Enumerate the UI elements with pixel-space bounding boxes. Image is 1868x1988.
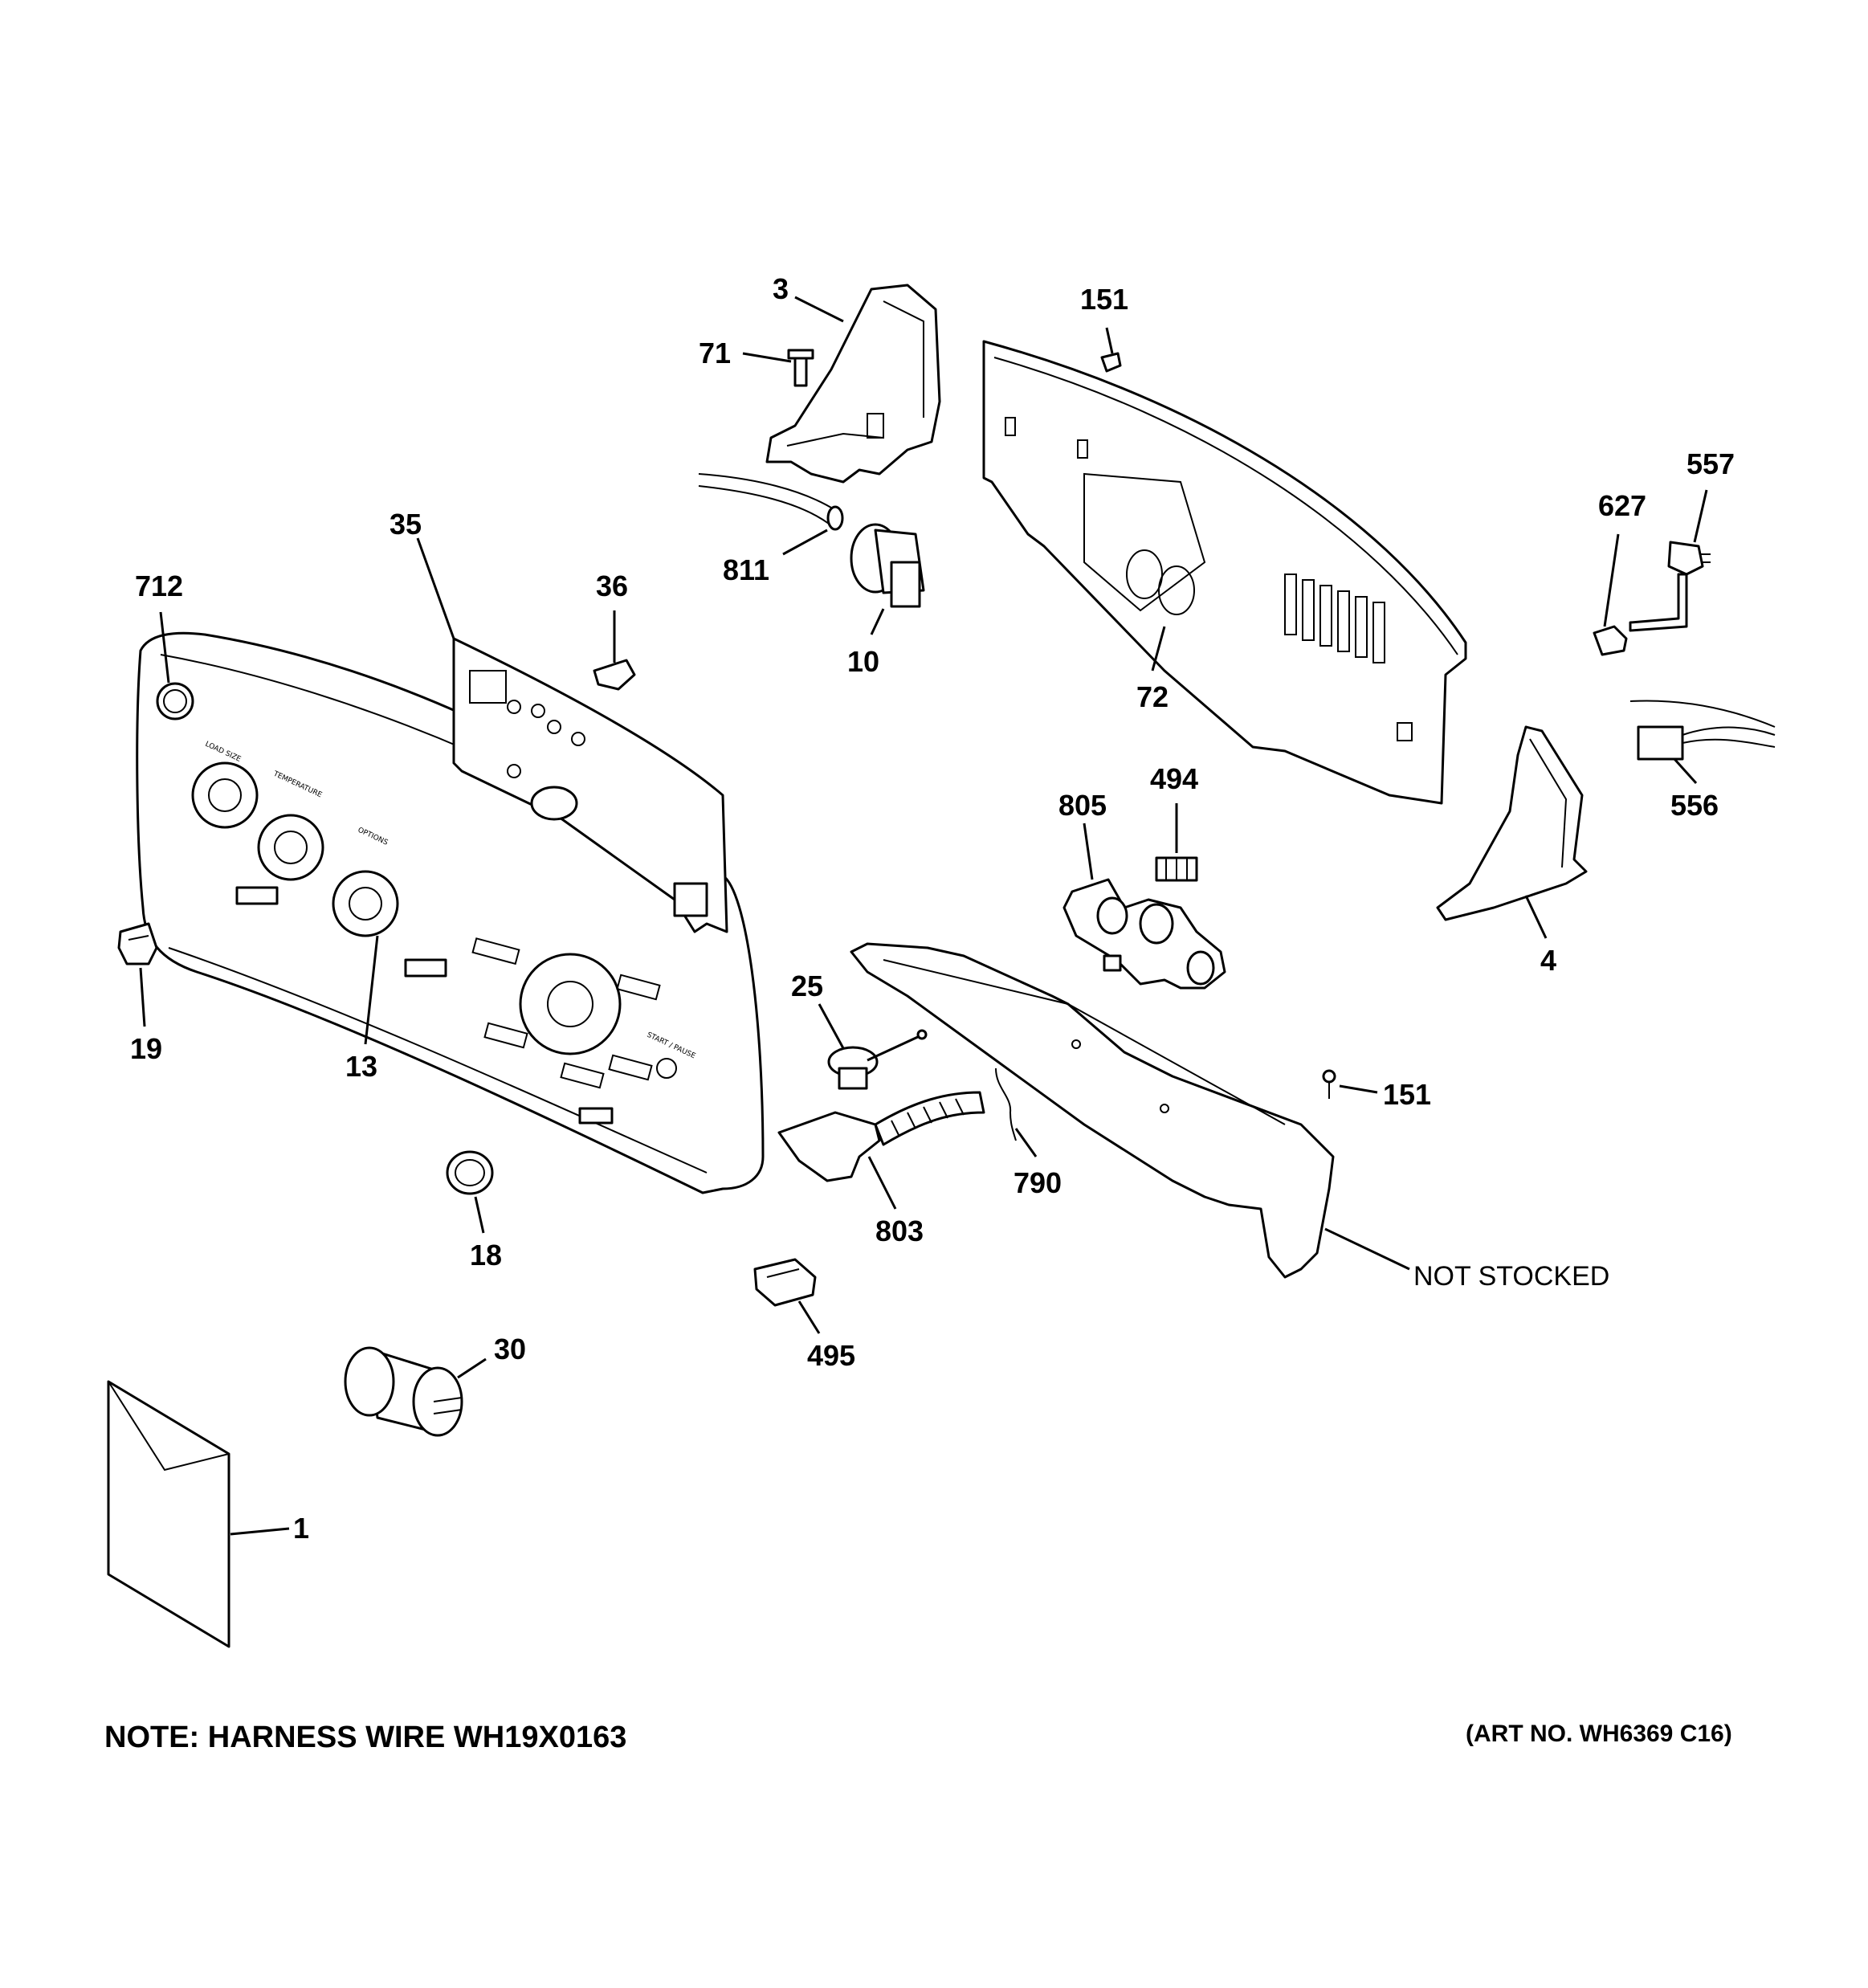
callout-803: 803 [875,1214,924,1247]
harness-wire-note: NOTE: HARNESS WIRE WH19X0163 [104,1721,626,1754]
callout-10: 10 [847,645,879,678]
not-stocked-rail [850,942,1335,1279]
callout-151-bottom: 151 [1383,1078,1431,1111]
callout-557: 557 [1687,447,1735,480]
callout-18: 18 [470,1239,502,1272]
part-627-connector [1593,625,1628,656]
part-71-screw [787,349,814,387]
callout-4: 4 [1540,944,1556,977]
callout-19: 19 [130,1032,162,1065]
part-4-end-cap [1436,725,1588,921]
callout-495: 495 [807,1339,855,1372]
part-13-control-console: LOAD SIZE TEMPERATURE OPTIONS START / PA… [136,631,765,1194]
part-811-hose [698,473,844,531]
callout-25: 25 [791,970,823,1002]
callout-72: 72 [1136,680,1169,713]
callout-494: 494 [1150,762,1198,795]
part-10-pressure-switch [850,523,925,608]
part-790-wire [995,1067,1017,1141]
callout-556: 556 [1670,789,1719,822]
callout-71: 71 [699,337,731,369]
callout-30: 30 [494,1333,526,1365]
callout-13: 13 [345,1050,377,1083]
panel-louvers [1284,574,1385,663]
callout-1: 1 [293,1512,309,1545]
leader-lines [139,296,1708,1536]
part-1-literature-envelope [107,1380,230,1648]
part-18-ring [446,1150,494,1195]
callout-805: 805 [1058,789,1107,822]
callout-3: 3 [773,272,789,305]
part-30-filter [344,1346,463,1437]
callout-712: 712 [135,569,183,602]
part-556-harness [1629,700,1776,761]
part-19-knob [117,922,158,965]
callout-35: 35 [390,508,422,541]
part-494-terminal [1155,856,1198,882]
part-805-water-valve [1062,878,1226,990]
callout-811: 811 [723,553,769,586]
part-72-back-panel [982,340,1467,805]
callout-151-top: 151 [1080,283,1128,316]
part-3-end-cap [765,284,941,484]
part-35-control-board [452,637,728,933]
callout-36: 36 [596,569,628,602]
part-495-terminal [753,1258,817,1307]
part-25-cap [827,1029,928,1090]
part-36-connector [593,659,636,691]
art-number: (ART NO. WH6369 C16) [1466,1721,1732,1747]
part-712-logo-badge [156,682,194,720]
part-557-cord [1629,541,1711,632]
not-stocked-label: NOT STOCKED [1413,1261,1609,1292]
part-803-dispenser [777,1091,985,1182]
part-151-screw-bottom [1322,1069,1336,1099]
callout-627: 627 [1598,489,1646,522]
callout-labels: 3 71 151 811 10 35 36 712 72 627 557 556… [130,272,1735,1545]
callout-790: 790 [1014,1166,1062,1199]
part-151-clip-top [1100,352,1122,373]
